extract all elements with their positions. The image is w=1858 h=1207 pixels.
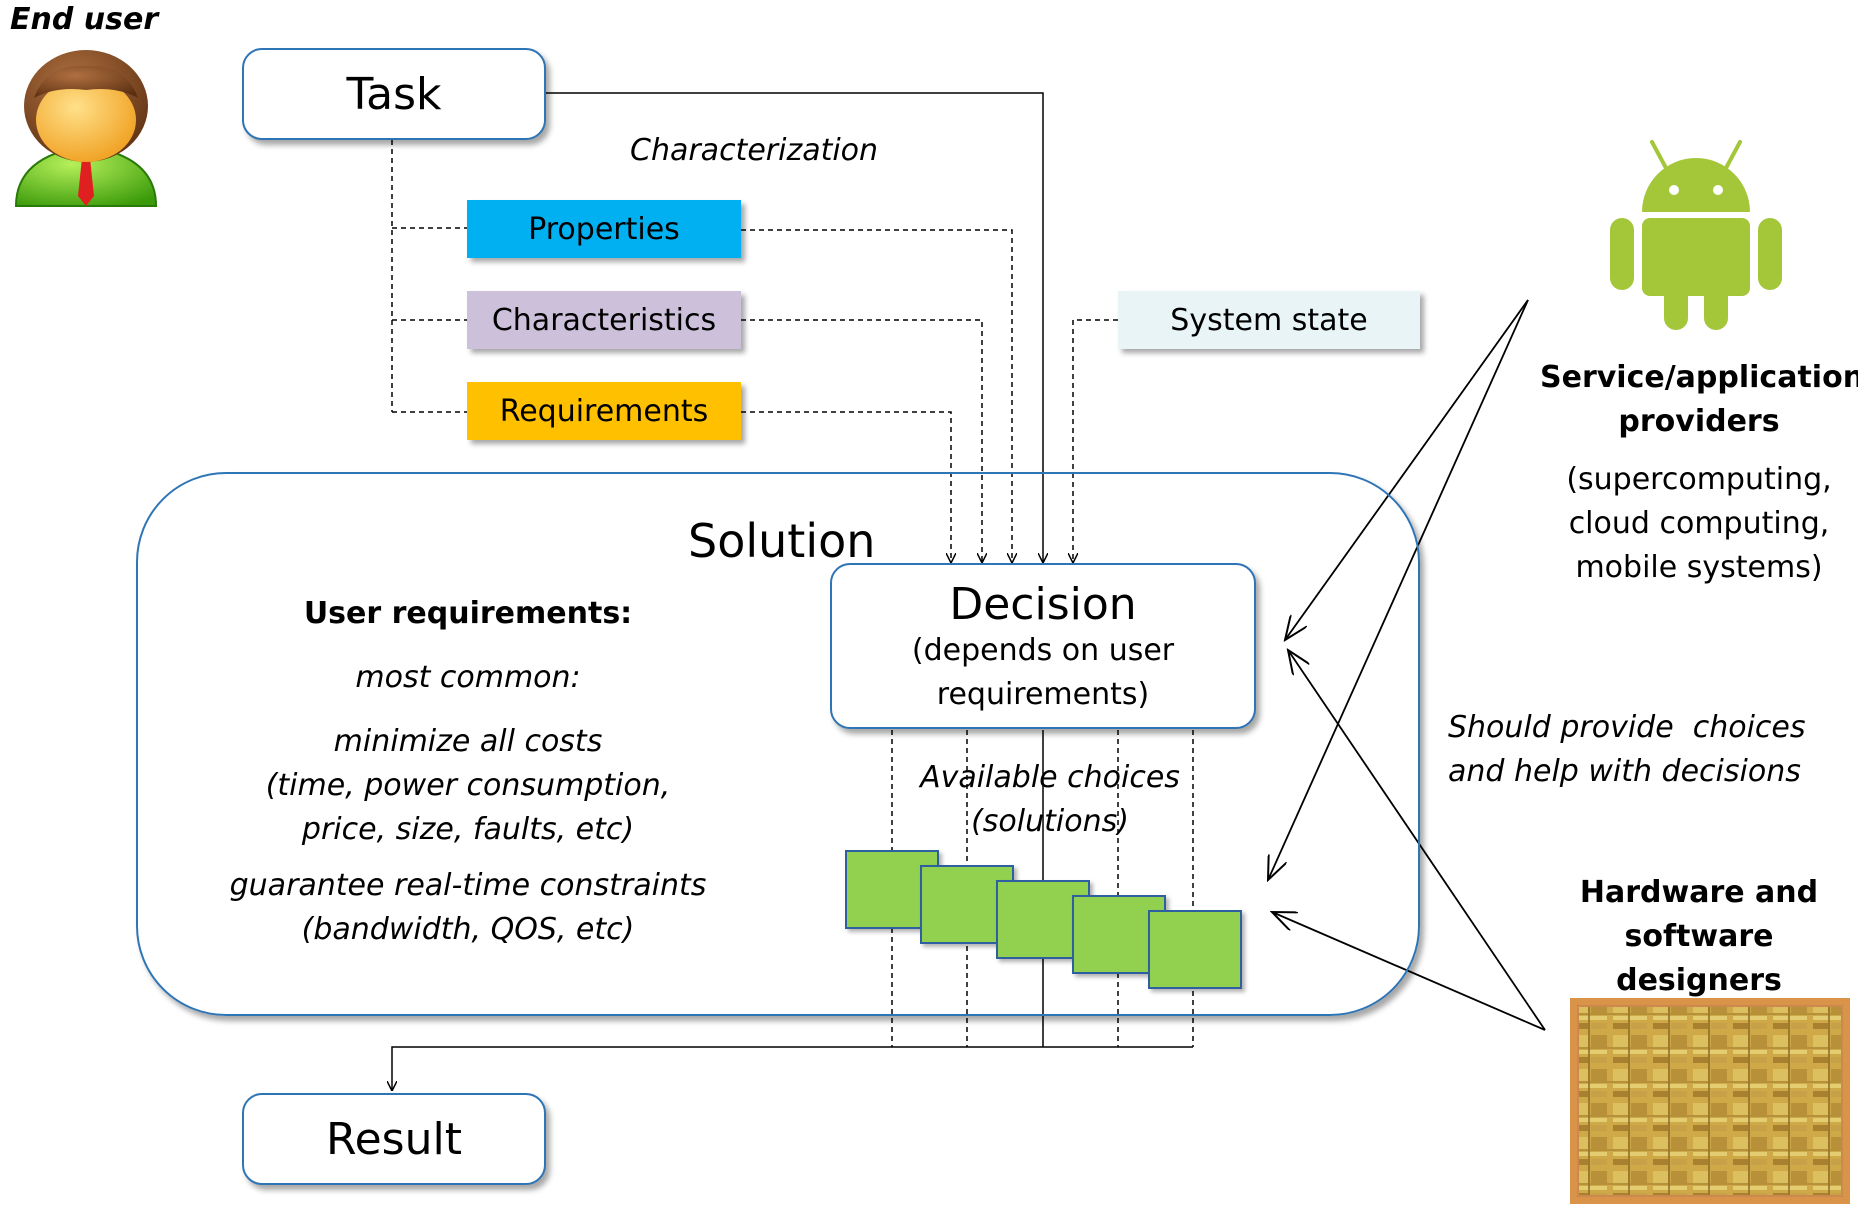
task-to-decision-arrow: [545, 92, 1043, 562]
available-choices-line1: Available choices: [920, 760, 1180, 795]
task-box: Task: [242, 48, 546, 140]
designers-to-choices-arrow: [1272, 912, 1546, 1031]
user-requirements-line6: (bandwidth, QOS, etc): [301, 912, 635, 947]
system-state-label: System state: [1170, 302, 1368, 338]
providers-desc1: (supercomputing,: [1566, 462, 1832, 497]
requirements-box: Requirements: [467, 382, 741, 440]
advice-line1: Should provide choices: [1448, 710, 1806, 745]
properties-box: Properties: [467, 200, 741, 258]
result-box: Result: [242, 1093, 546, 1185]
designers-title2: software designers: [1616, 919, 1782, 998]
providers-desc3: mobile systems): [1575, 550, 1823, 585]
result-label: Result: [326, 1113, 462, 1165]
requirements-label: Requirements: [499, 393, 709, 429]
choices-to-result-arrow: [392, 1046, 1193, 1090]
user-requirements-line2: minimize all costs: [333, 724, 603, 759]
user-requirements-block: User requirements: most common: minimize…: [198, 592, 738, 952]
advice-line2: and help with decisions: [1448, 754, 1801, 789]
android-icon: [1610, 140, 1782, 330]
properties-to-decision-arrow: [741, 229, 1012, 562]
user-requirements-line3: (time, power consumption,: [265, 768, 671, 803]
user-requirements-line4: price, size, faults, etc): [301, 812, 635, 847]
providers-title1: Service/application: [1540, 360, 1858, 395]
system-state-box: System state: [1118, 291, 1420, 349]
designers-block: Hardware and software designers: [1540, 871, 1858, 1003]
characterization-label: Characterization: [630, 133, 879, 168]
decision-line2: requirements): [936, 677, 1150, 712]
available-choices-label: Available choices (solutions): [880, 756, 1220, 844]
choice-card-5: [1148, 910, 1242, 989]
system-state-to-decision-arrow: [1073, 319, 1118, 562]
user-requirements-line5: guarantee real-time constraints: [229, 868, 707, 903]
solution-title: Solution: [688, 514, 876, 568]
end-user-label: End user: [10, 2, 159, 37]
choice-lines: [891, 730, 1194, 1047]
solution-container: [136, 472, 1420, 1016]
decision-box: Decision (depends on user requirements): [830, 563, 1256, 729]
designers-to-decision-arrow: [1288, 650, 1546, 1031]
advice-block: Should provide choices and help with dec…: [1448, 706, 1848, 794]
providers-to-decision-arrow: [1285, 299, 1529, 640]
requirements-to-decision-arrow: [741, 411, 951, 562]
user-requirements-line1: most common:: [355, 660, 581, 695]
decision-line1: (depends on user: [911, 633, 1175, 668]
chip-die-icon: [1570, 998, 1850, 1204]
providers-to-choices-arrow: [1268, 299, 1529, 880]
task-breakdown-lines: [391, 140, 467, 413]
characteristics-label: Characteristics: [491, 302, 717, 338]
end-user-icon: [14, 50, 158, 207]
task-label: Task: [346, 68, 442, 120]
decision-title: Decision: [949, 579, 1137, 630]
providers-title2: providers: [1618, 404, 1780, 439]
properties-label: Properties: [528, 211, 680, 247]
available-choices-line2: (solutions): [971, 804, 1129, 839]
providers-desc2: cloud computing,: [1568, 506, 1830, 541]
providers-block: Service/application providers (supercomp…: [1540, 356, 1858, 590]
user-requirements-heading: User requirements:: [303, 596, 633, 631]
designers-title1: Hardware and: [1579, 875, 1819, 910]
characteristics-box: Characteristics: [467, 291, 741, 349]
